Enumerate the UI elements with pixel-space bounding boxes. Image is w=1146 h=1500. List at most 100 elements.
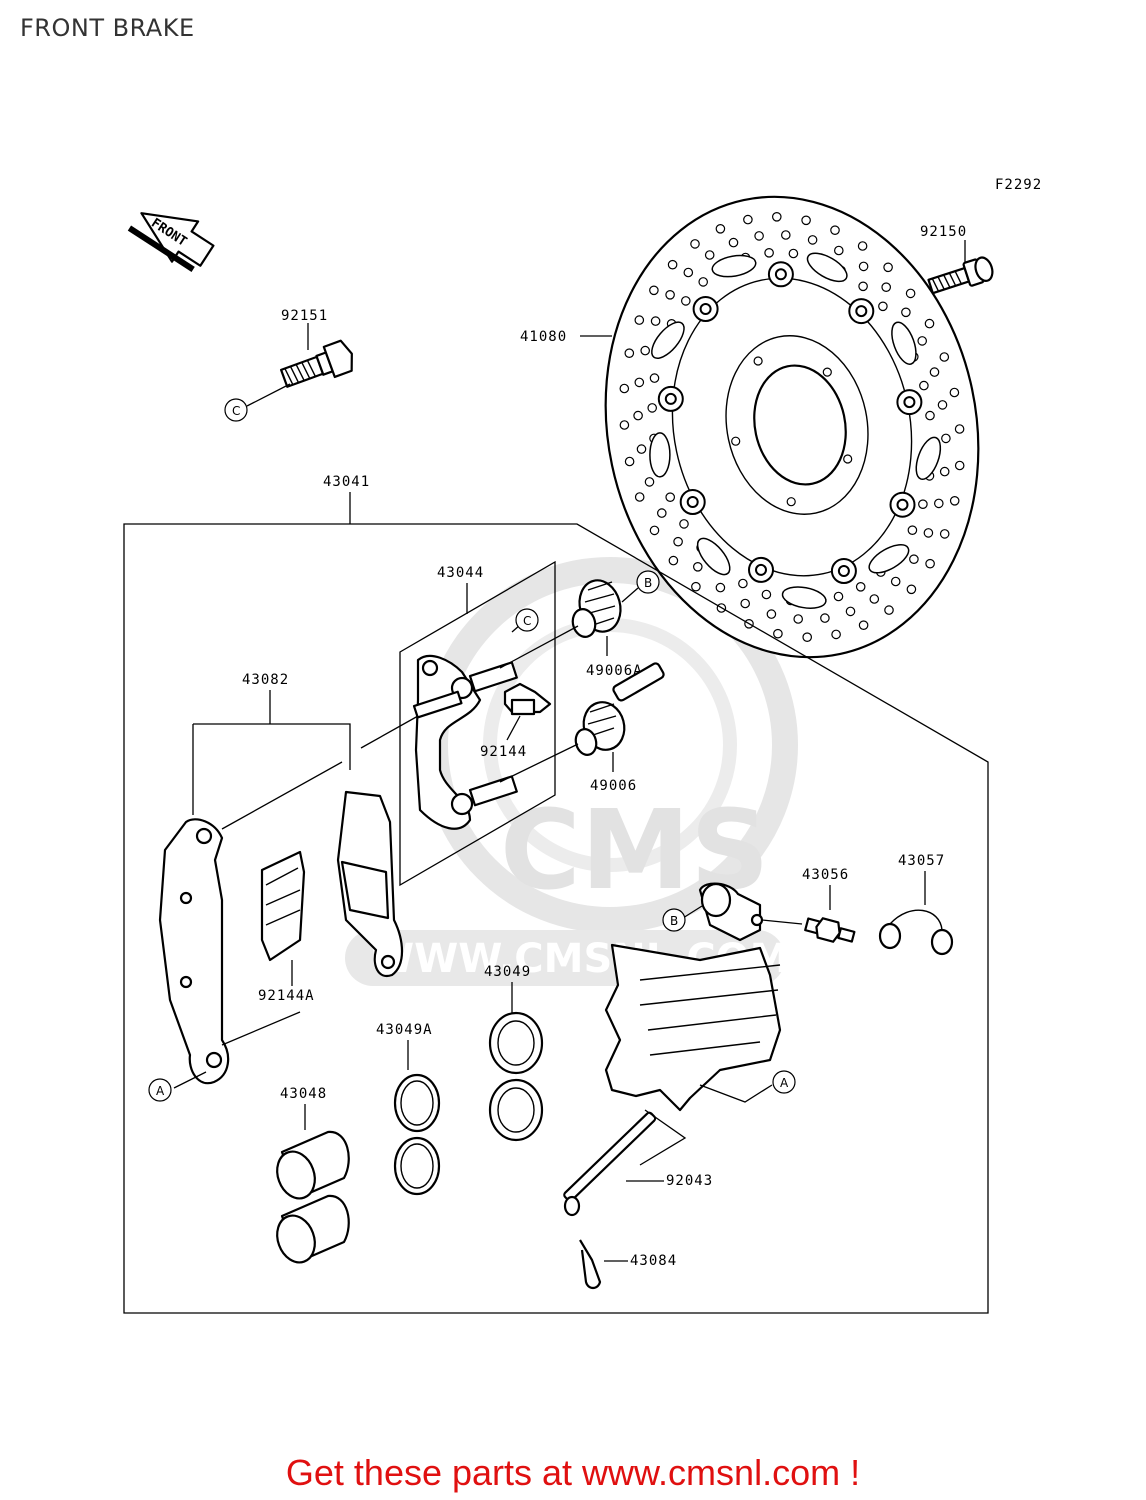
disc-hole [683, 267, 694, 278]
label-92151: 92151 [281, 308, 328, 324]
hub-bolt-hole [731, 436, 741, 446]
disc-bobbin [679, 489, 706, 515]
disc-hole [831, 629, 841, 640]
disc-hole [941, 433, 951, 444]
pad-shim-92144A [260, 850, 306, 962]
label-43048: 43048 [280, 1086, 327, 1102]
label-43056: 43056 [802, 867, 849, 883]
disc-hole [728, 237, 739, 248]
spring-92144 [503, 682, 552, 716]
disc-slot [649, 432, 671, 478]
boot-49006 [574, 662, 665, 756]
ref-mark-b-boot-label: B [644, 576, 652, 590]
disc-hole [761, 589, 772, 600]
disc-hole [949, 387, 960, 398]
disc-hole [649, 285, 659, 296]
disc-hole [923, 528, 934, 538]
disc-hole [858, 620, 869, 630]
disc-hole [656, 508, 667, 518]
disc-slot [891, 321, 917, 365]
bolt-92150 [927, 256, 994, 295]
disc-hole [754, 231, 764, 241]
disc-hole [858, 281, 868, 292]
piston-seal-43049-lower [488, 1078, 544, 1142]
label-43041: 43041 [323, 474, 370, 490]
disc-hole [636, 444, 647, 454]
disc-hole [624, 348, 635, 358]
hub-bolt-hole [822, 367, 832, 377]
label-92144: 92144 [480, 744, 527, 760]
disc-hole [939, 352, 950, 362]
label-92150: 92150 [920, 224, 967, 240]
disc-hole [665, 492, 675, 502]
disc-hole [890, 576, 901, 587]
piston-43048-upper [276, 1130, 350, 1200]
disc-hole [924, 318, 935, 329]
pin-clip-43084 [579, 1239, 602, 1290]
label-43049: 43049 [484, 964, 531, 980]
label-41080: 41080 [520, 329, 567, 345]
disc-hole [906, 584, 917, 595]
disc-hole [883, 262, 893, 273]
brake-pad-outer [158, 818, 230, 1085]
label-49006: 49006 [590, 778, 637, 794]
disc-hole [665, 289, 675, 300]
disc-hole [954, 424, 965, 434]
disc-hole [939, 529, 950, 539]
disc-slot [696, 537, 731, 576]
disc-hole [793, 614, 803, 624]
boot-49006A [571, 579, 622, 638]
hub-bolt-hole [786, 497, 796, 507]
ref-mark-c-bracket [515, 608, 539, 632]
dust-seal-43049A-upper [393, 1073, 441, 1133]
disc-bobbin [748, 556, 774, 583]
caliper-bracket-43044 [412, 654, 518, 830]
disc-bobbin [767, 261, 794, 288]
disc-slots [649, 252, 942, 609]
label-43044: 43044 [437, 565, 484, 581]
label-43049A: 43049A [376, 1022, 433, 1038]
disc-hole [905, 288, 916, 299]
disc-hole [802, 632, 812, 642]
disc-hole [925, 558, 935, 569]
disc-hole [884, 605, 894, 615]
disc-hole [937, 400, 948, 410]
brake-pad-inner [336, 790, 403, 978]
disc-hole [925, 410, 935, 421]
disc-bobbin [692, 296, 719, 322]
disc-hole [807, 235, 818, 245]
caliper-body [604, 882, 782, 1112]
disc-hole [647, 403, 657, 413]
page-title: FRONT BRAKE [20, 14, 195, 42]
disc-hole [692, 561, 703, 572]
piston-43048-lower [276, 1194, 350, 1264]
bleed-cap-43057 [878, 909, 954, 956]
label-49006A: 49006A [586, 663, 643, 679]
front-arrow-icon: FRONT [127, 212, 215, 272]
disc-hole [780, 230, 791, 240]
disc-hole [933, 498, 944, 509]
disc-slot [915, 436, 942, 480]
call-to-action-link[interactable]: Get these parts at www.cmsnl.com ! [285, 1452, 861, 1493]
disc-hole [833, 245, 844, 256]
disc-bobbin [830, 558, 857, 584]
disc-hole [633, 410, 643, 421]
disc-hole [667, 259, 678, 270]
disc-hole [634, 492, 645, 502]
bolt-92151 [279, 339, 353, 388]
disc-hole [715, 582, 726, 593]
disc-hole [830, 225, 840, 235]
ref-mark-c-bracket-label: C [523, 614, 531, 628]
ref-mark-a-pad [148, 1078, 172, 1102]
disc-slot [711, 254, 757, 278]
label-43084: 43084 [630, 1253, 677, 1269]
disc-hole [773, 628, 783, 639]
disc-hole [679, 519, 689, 529]
dust-seal-43049A-lower [393, 1136, 441, 1196]
disc-hole [715, 224, 726, 234]
disc-slot [651, 321, 685, 359]
disc-hole [901, 307, 911, 318]
disc-hole [740, 598, 750, 609]
ref-mark-a-caliper-label: A [780, 1076, 789, 1090]
ref-mark-a-caliper [772, 1070, 796, 1094]
